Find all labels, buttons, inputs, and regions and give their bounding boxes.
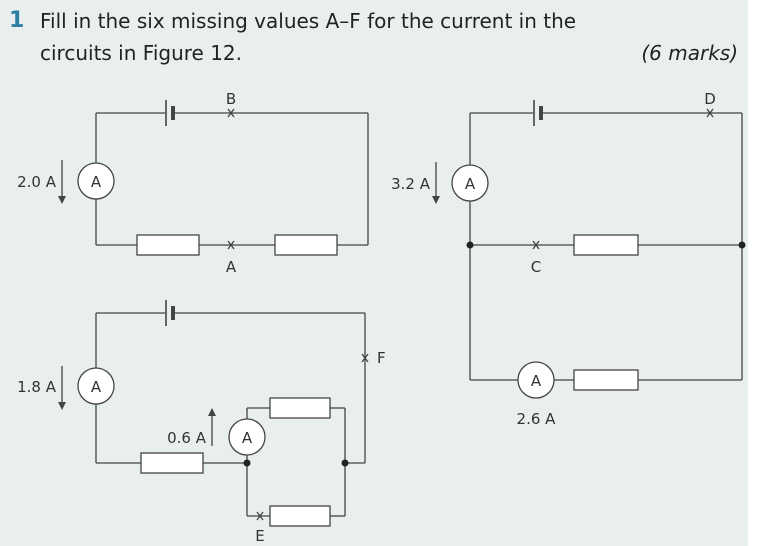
current-arrow-icon — [432, 162, 440, 204]
junction-dot — [466, 241, 474, 249]
point-e-marker — [256, 511, 264, 521]
resistor-icon — [140, 452, 204, 474]
current-arrow-icon — [58, 366, 66, 410]
point-f-label: F — [377, 349, 386, 367]
current-arrow-icon — [58, 160, 66, 204]
resistor-icon — [573, 234, 639, 256]
ammeter-reading: 2.0 A — [17, 173, 57, 191]
circuit-2: D C A 3.2 A A 2.6 A — [391, 90, 746, 428]
point-d-label: D — [704, 90, 716, 108]
branch-ammeter-icon — [228, 418, 266, 456]
battery-icon — [165, 100, 175, 126]
ammeter-icon — [77, 162, 115, 200]
junction-dot — [341, 459, 349, 467]
branch-ammeter-reading: 2.6 A — [517, 410, 557, 428]
circuit-1: B A A 2.0 A — [17, 90, 369, 276]
ammeter-reading: 3.2 A — [391, 175, 431, 193]
junction-dot — [243, 459, 251, 467]
resistor-icon — [573, 369, 639, 391]
question-text-line-2: circuits in Figure 12. — [40, 41, 243, 65]
circuit-3-wires — [95, 312, 366, 517]
ammeter-reading: 1.8 A — [17, 378, 57, 396]
point-b-label: B — [226, 90, 236, 108]
resistor-icon — [136, 234, 200, 256]
ammeter-icon — [451, 164, 489, 202]
point-c-label: C — [531, 258, 541, 276]
point-b-marker — [227, 108, 235, 118]
branch-ammeter-symbol: A — [242, 429, 253, 447]
branch-ammeter-reading: 0.6 A — [167, 429, 207, 447]
circuit-1-wires — [95, 112, 369, 246]
ammeter-symbol: A — [91, 378, 102, 396]
circuit-2-wires — [469, 112, 743, 381]
resistor-icon — [269, 505, 331, 527]
resistor-icon — [274, 234, 338, 256]
question-panel — [0, 0, 748, 546]
branch-ammeter-icon — [517, 361, 555, 399]
question-text-line-1: Fill in the six missing values A–F for t… — [40, 9, 577, 33]
battery-icon — [165, 300, 175, 326]
point-a-marker — [227, 240, 235, 250]
resistor-icon — [269, 397, 331, 419]
point-c-marker — [532, 240, 540, 250]
point-d-marker — [706, 108, 714, 118]
marks-label: (6 marks) — [641, 41, 738, 65]
junction-dot — [738, 241, 746, 249]
battery-icon — [533, 100, 543, 126]
circuit-3: F A 1.8 A A 0.6 A E — [17, 300, 386, 545]
question-number: 1 — [9, 8, 25, 33]
current-arrow-icon — [208, 408, 216, 446]
ammeter-symbol: A — [465, 175, 476, 193]
branch-ammeter-symbol: A — [531, 372, 542, 390]
point-f-marker — [361, 353, 369, 363]
point-e-label: E — [255, 527, 264, 545]
ammeter-symbol: A — [91, 173, 102, 191]
ammeter-icon — [77, 367, 115, 405]
point-a-label: A — [226, 258, 237, 276]
